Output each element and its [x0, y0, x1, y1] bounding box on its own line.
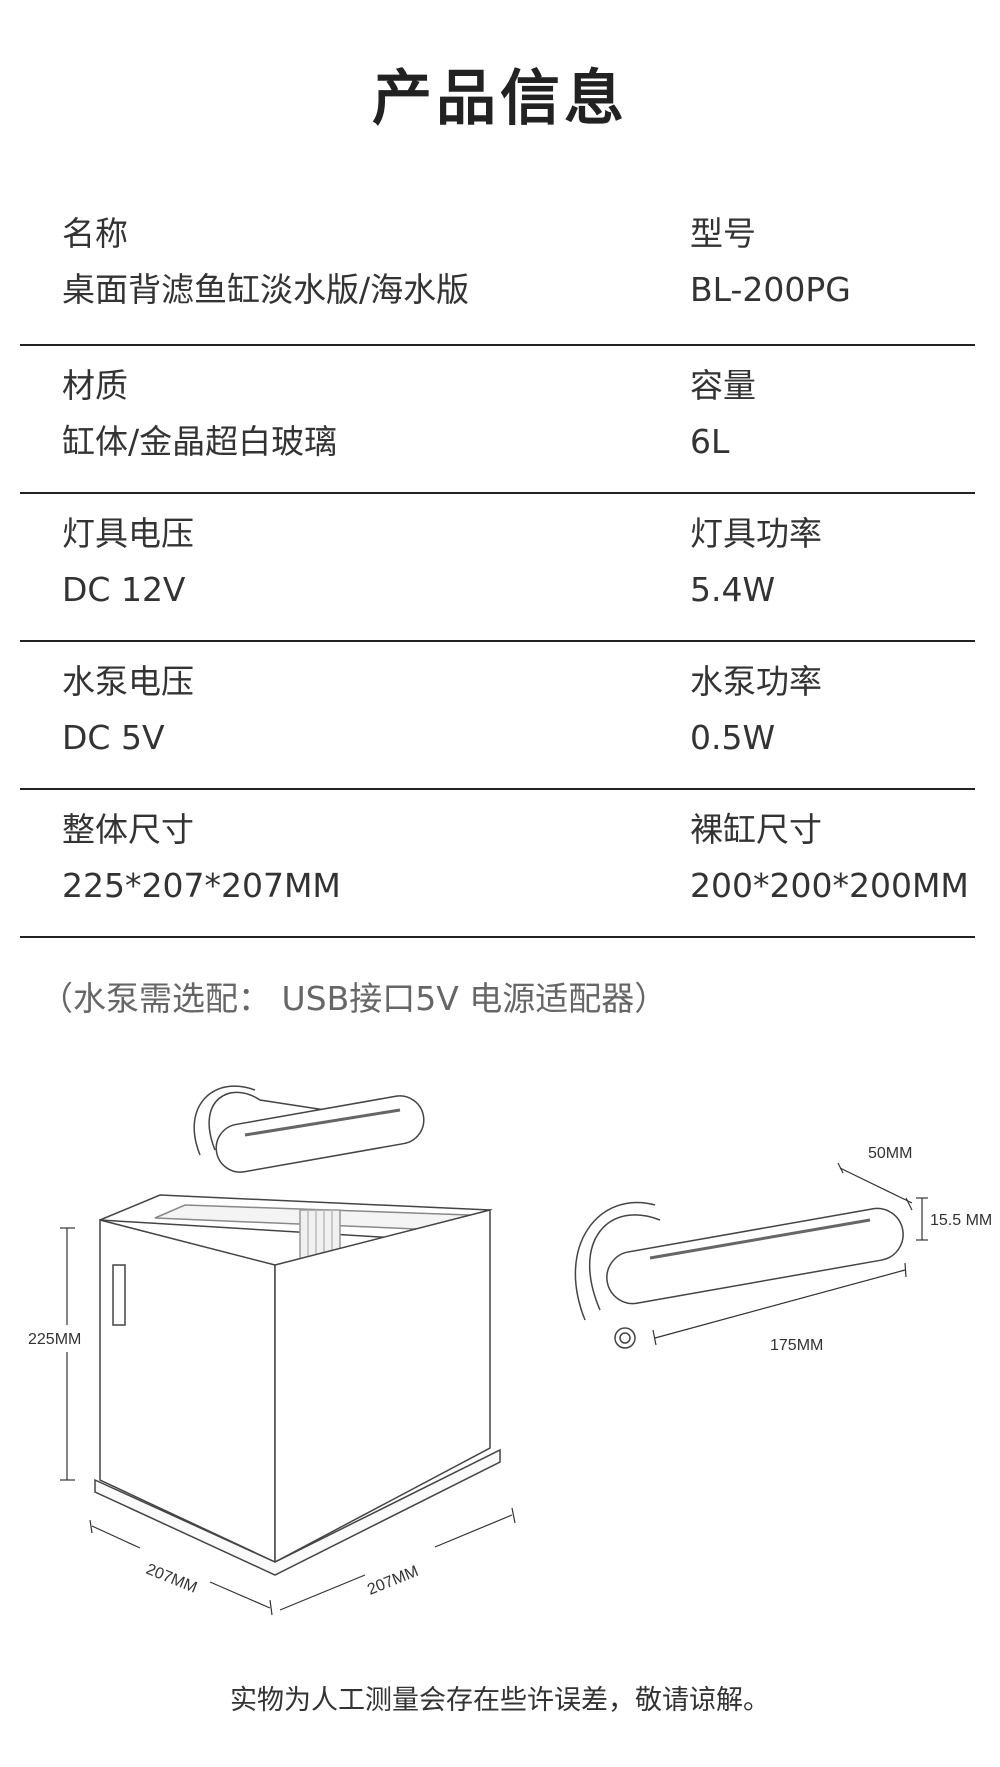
spec-cell: 水泵功率 0.5W [690, 660, 822, 760]
width-dimension [279, 1507, 516, 1611]
lamp-illustration [574, 1201, 904, 1349]
spec-cell: 整体尺寸 225*207*207MM [62, 808, 341, 908]
spec-label: 灯具功率 [690, 514, 822, 553]
lamp-width-label: 50MM [868, 1145, 912, 1162]
spec-cell: 容量 6L [690, 364, 756, 464]
spec-value: 桌面背滤鱼缸淡水版/海水版 [62, 270, 470, 309]
spec-value: 0.5W [690, 718, 776, 757]
spec-label: 灯具电压 [62, 514, 194, 553]
height-dimension [60, 1227, 75, 1481]
spec-value: 200*200*200MM [690, 866, 969, 905]
spec-value: DC 12V [62, 570, 186, 609]
spec-cell: 裸缸尺寸 200*200*200MM [690, 808, 969, 908]
lamp-dimension-lines [652, 1162, 928, 1346]
width-label: 207MM [365, 1563, 421, 1599]
spec-cell: 材质 缸体/金晶超白玻璃 [62, 364, 337, 464]
disclaimer-text: 实物为人工测量会存在些许误差，敬请谅解。 [230, 1685, 770, 1716]
spec-row: 整体尺寸 225*207*207MM 裸缸尺寸 200*200*200MM [20, 790, 975, 938]
spec-cell: 灯具功率 5.4W [690, 512, 822, 612]
depth-label: 207MM [144, 1561, 200, 1597]
spec-cell: 水泵电压 DC 5V [62, 660, 194, 760]
spec-value: 缸体/金晶超白玻璃 [62, 422, 338, 461]
spec-row: 灯具电压 DC 12V 灯具功率 5.4W [20, 494, 975, 642]
spec-cell: 灯具电压 DC 12V [62, 512, 194, 612]
spec-label: 水泵功率 [690, 662, 822, 701]
page-title: 产品信息 [372, 64, 628, 134]
spec-value: 5.4W [690, 570, 776, 609]
spec-row: 材质 缸体/金晶超白玻璃 容量 6L [20, 346, 975, 494]
spec-value: 225*207*207MM [62, 866, 341, 905]
lamp-length-label: 175MM [770, 1337, 823, 1354]
spec-value: BL-200PG [690, 270, 851, 309]
height-label: 225MM [28, 1331, 81, 1348]
spec-value: 6L [690, 422, 730, 461]
aquarium-tank-illustration [94, 1085, 501, 1576]
pump-note: （水泵需选配： USB接口5V 电源适配器） [40, 979, 668, 1018]
spec-row: 水泵电压 DC 5V 水泵功率 0.5W [20, 642, 975, 790]
product-dimension-drawing: 225MM 207MM 207MM 50MM 15.5 MM 175MM [28, 1085, 992, 1616]
spec-label: 名称 [62, 214, 128, 253]
spec-label: 水泵电压 [62, 662, 194, 701]
spec-label: 裸缸尺寸 [690, 810, 822, 849]
lamp-height-label: 15.5 MM [930, 1212, 992, 1229]
spec-cell: 型号 BL-200PG [690, 212, 851, 312]
spec-cell: 名称 桌面背滤鱼缸淡水版/海水版 [62, 212, 469, 312]
spec-row: 名称 桌面背滤鱼缸淡水版/海水版 型号 BL-200PG [20, 214, 975, 346]
depth-dimension [89, 1519, 273, 1616]
spec-table: 名称 桌面背滤鱼缸淡水版/海水版 型号 BL-200PG 材质 缸体/金晶超白玻… [20, 214, 975, 938]
spec-label: 材质 [62, 366, 128, 405]
spec-label: 型号 [690, 214, 756, 253]
spec-label: 容量 [690, 366, 756, 405]
spec-value: DC 5V [62, 718, 165, 757]
spec-label: 整体尺寸 [62, 810, 194, 849]
